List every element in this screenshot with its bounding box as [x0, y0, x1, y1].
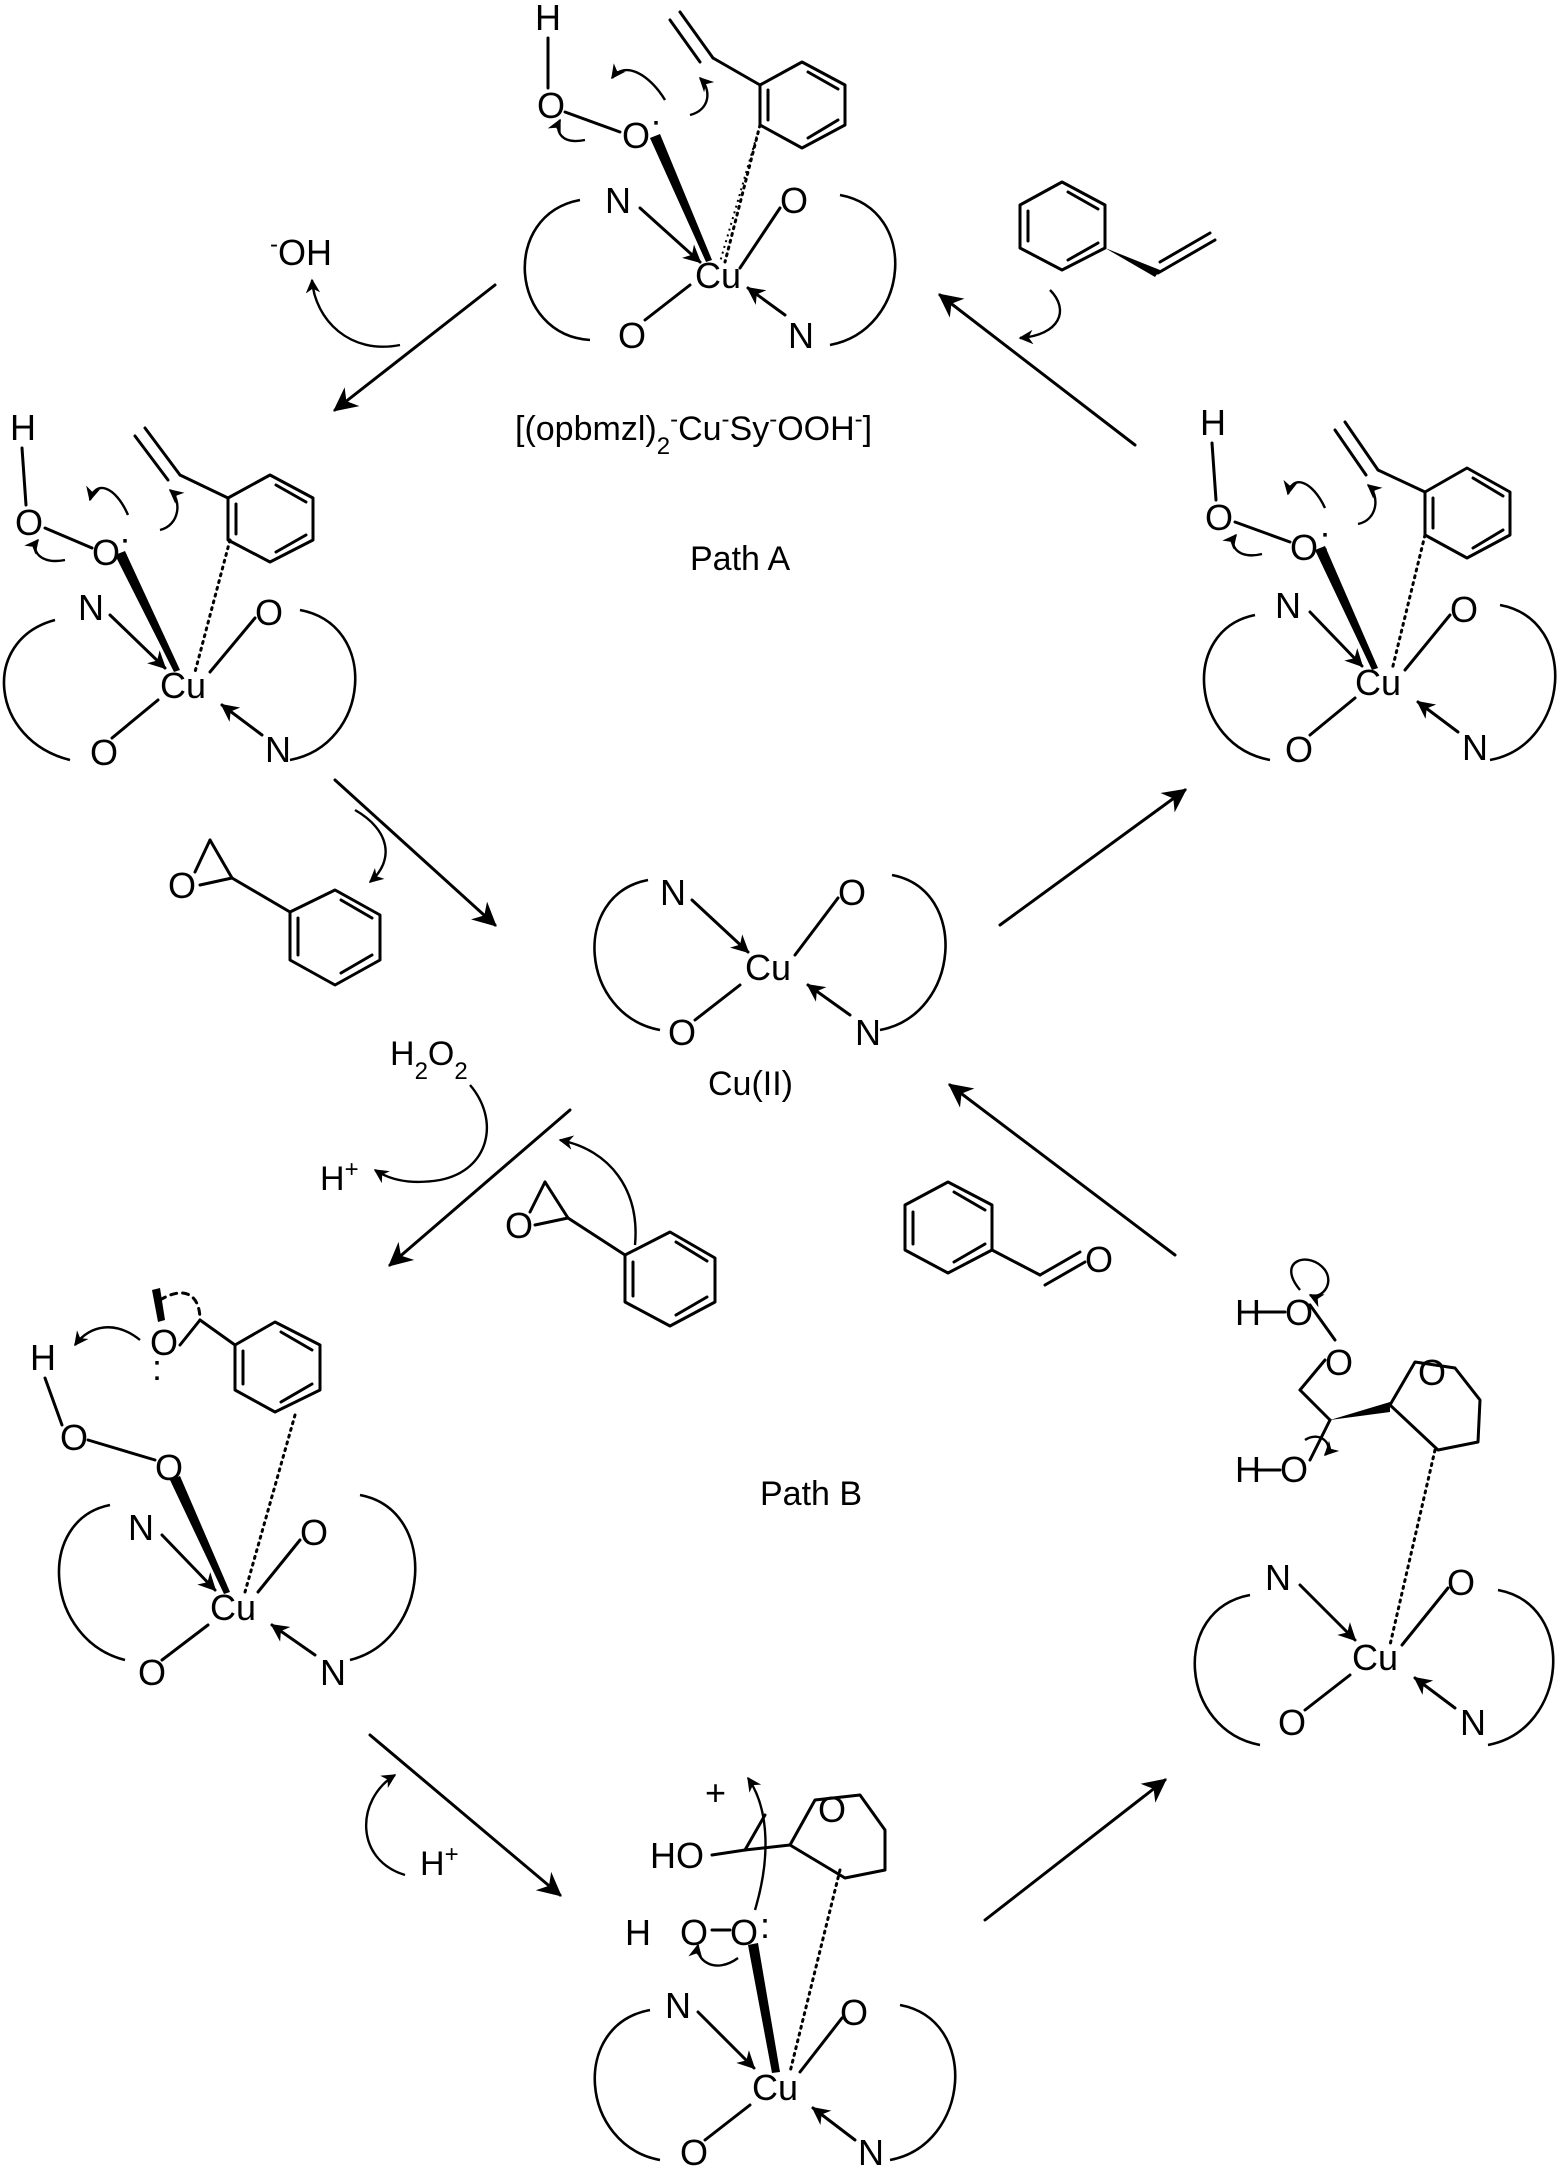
complex-top: N O Cu O N O : O H [(opbmzl)2-Cu-Sy-OOH-… [515, 0, 897, 460]
atom-n-top-lower: N [788, 315, 814, 356]
atom-o-right-b-lower: O [1278, 1702, 1306, 1743]
atom-h-top: H [535, 0, 561, 38]
atom-o-hydroxo-top: O [537, 85, 565, 126]
atom-o-hydroperoxo-right-b: O [1285, 1292, 1313, 1333]
atom-o-center-lower: O [668, 1012, 696, 1053]
atom-o-left-b: O [300, 1512, 328, 1553]
plus-charge-bottom: + [705, 1772, 726, 1813]
atom-o-peroxo-right-b: O [1325, 1342, 1353, 1383]
atom-n-left-a: N [78, 587, 104, 628]
atom-o-epoxide-b: O [505, 1205, 533, 1246]
atom-o-peroxo-left-b: O [155, 1447, 183, 1488]
label-path-b: Path B [760, 1475, 862, 1513]
atom-o-hydroxyl-right-b: O [1280, 1449, 1308, 1490]
atom-o-peroxo-bottom: O [730, 1912, 758, 1953]
atom-o-hydroxo-left-a: O [15, 502, 43, 543]
arrow-right-b-to-center [948, 1083, 1177, 1257]
atom-cu-left-a: Cu [160, 665, 206, 706]
epoxide-product-a: O [168, 808, 387, 987]
atom-o-hydroxo-left-b: O [60, 1417, 88, 1458]
arrow-center-to-left-b [388, 1108, 572, 1267]
atom-h-left-a: H [10, 407, 36, 448]
atom-o-right-a: O [1450, 589, 1478, 630]
atom-n-right-a: N [1275, 585, 1301, 626]
lone-pair-left-a: : [120, 525, 130, 566]
atom-n-right-b-lower: N [1460, 1702, 1486, 1743]
atom-o-peroxo-top: O [622, 115, 650, 156]
complex-left-a: N O Cu O N O : O H Path A [2, 407, 791, 773]
atom-n-left-b: N [128, 1507, 154, 1548]
atom-o-peroxo-right-a: O [1290, 527, 1318, 568]
atom-o-left-a: O [255, 592, 283, 633]
styrene-reagent [1018, 180, 1217, 345]
atom-cu-right-a: Cu [1355, 662, 1401, 703]
atom-n-right-b: N [1265, 1557, 1291, 1598]
atom-o-pyran-bottom: O [818, 1789, 846, 1830]
atom-h-left-b: H [30, 1337, 56, 1378]
atom-o-right-a-lower: O [1285, 729, 1313, 770]
atom-h-right-a: H [1200, 402, 1226, 443]
atom-n-bottom-lower: N [858, 2132, 884, 2171]
arrow-center-to-right-a [998, 788, 1187, 927]
arrow-bottom-to-right-b [983, 1778, 1167, 1922]
complex-center: N O Cu O N Cu(II) [593, 872, 947, 1103]
atom-o-peroxo-left-a: O [92, 532, 120, 573]
atom-o-bottom: O [840, 1992, 868, 2033]
atom-n-right-a-lower: N [1462, 727, 1488, 768]
label-path-a: Path A [690, 540, 791, 578]
lone-pair-left-b: : [152, 1347, 162, 1388]
label-center-cu2: Cu(II) [708, 1065, 793, 1103]
atom-o-aldehyde: O [1085, 1239, 1113, 1280]
atom-o-hydroxo-right-a: O [1205, 497, 1233, 538]
atom-n-center-lower: N [855, 1012, 881, 1053]
atom-o-left-b-lower: O [138, 1652, 166, 1693]
atom-ho-bottom: HO [650, 1835, 704, 1876]
arrow-top-to-left-a [333, 283, 497, 412]
atom-cu-bottom: Cu [752, 2067, 798, 2108]
arrow-right-a-to-top [938, 293, 1137, 447]
hydroxide-leaving: -OH [270, 231, 401, 348]
reagent-proton-bottom: H+ [420, 1841, 459, 1884]
path-b-reagents: H2O2 H+ O Path B [320, 1035, 862, 1513]
benzaldehyde: O [903, 1180, 1113, 1287]
reagent-h2o2: H2O2 [390, 1035, 468, 1085]
atom-o-bottom-lower: O [680, 2132, 708, 2171]
atom-o-hydroxo-bottom: O [680, 1912, 708, 1953]
complex-right-a: N O Cu O N O : O H [1200, 402, 1557, 770]
complex-bottom: N O Cu O N O : O H HO + O [593, 1772, 957, 2173]
arrow-left-b-to-bottom [368, 1733, 562, 1897]
reagent-proton-top: H+ [320, 1156, 359, 1199]
atom-cu-left-b: Cu [210, 1587, 256, 1628]
atom-n-left-b-lower: N [320, 1652, 346, 1693]
atom-cu-center: Cu [745, 947, 791, 988]
reaction-arrows [333, 283, 1187, 1922]
atom-n-top-left: N [605, 180, 631, 221]
label-top-complex: [(opbmzl)2-Cu-Sy-OOH-] [515, 406, 872, 460]
reagent-hydroxide: -OH [270, 231, 332, 274]
atom-n-center: N [660, 872, 686, 913]
atom-o-top-lower: O [618, 315, 646, 356]
atom-o-epoxide-bound: O [150, 1322, 178, 1363]
atom-o-right-b: O [1447, 1562, 1475, 1603]
atom-n-left-a-lower: N [265, 729, 291, 770]
atom-o-epoxide-a: O [168, 865, 196, 906]
atom-o-center: O [838, 872, 866, 913]
complex-left-b: N O Cu O N O O H O : [30, 1288, 417, 1693]
atom-o-top-right: O [780, 180, 808, 221]
proton-bottom: H+ [364, 1773, 459, 1884]
lone-pair-top: : [651, 107, 661, 148]
atom-h-bottom: H [625, 1912, 651, 1953]
arrow-left-a-to-center [333, 778, 497, 927]
atom-n-bottom: N [665, 1985, 691, 2026]
lone-pair-bottom: : [760, 1905, 770, 1946]
lone-pair-right-a: : [1320, 519, 1330, 560]
complex-right-b: N O Cu O N O O H O O H [1193, 1258, 1555, 1747]
atom-cu-top: Cu [695, 255, 741, 296]
atom-o-pyran-right-b: O [1418, 1352, 1446, 1393]
